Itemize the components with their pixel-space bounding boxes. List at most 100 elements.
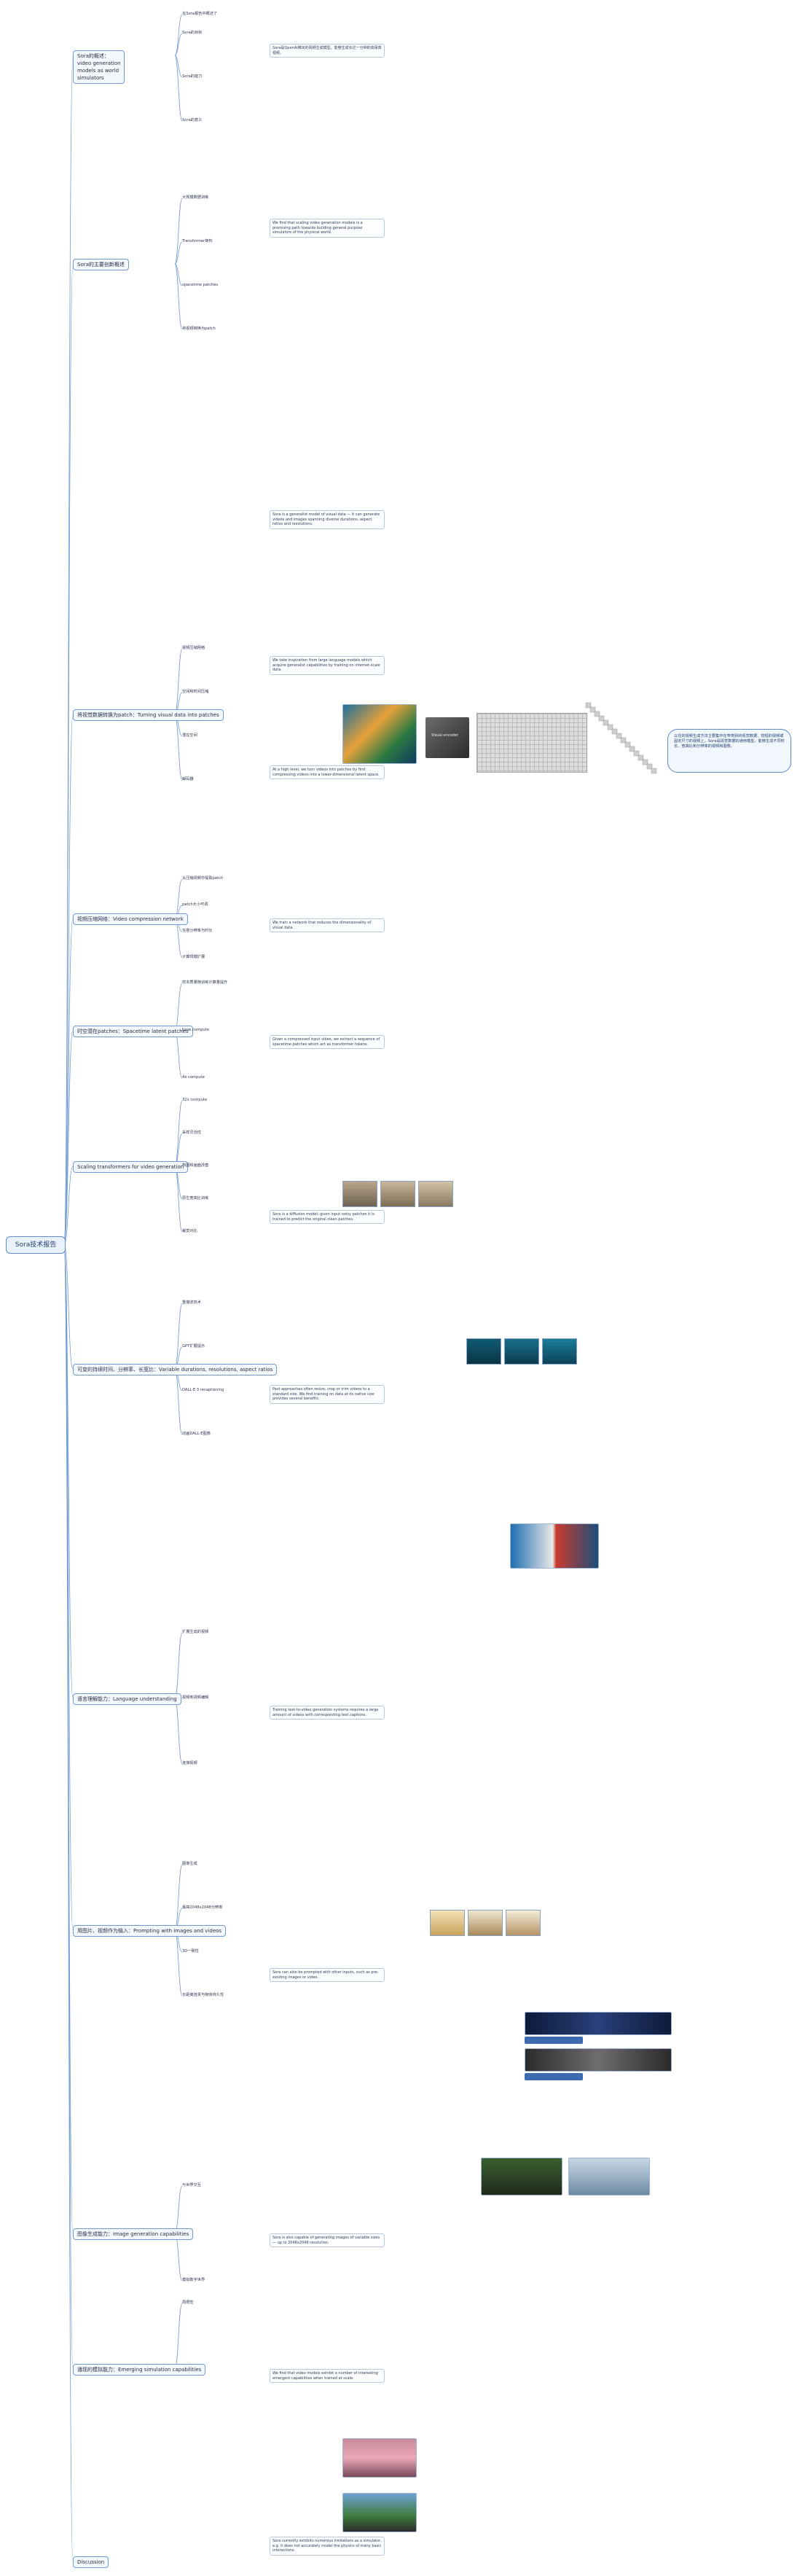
branch-label[interactable]: 模拟数字世界 <box>182 2278 205 2283</box>
section-s7[interactable]: 可变的持续时间、分辨率、长宽比：Variable durations, reso… <box>73 1364 278 1375</box>
connector <box>174 55 183 122</box>
patch-cell <box>611 728 618 735</box>
connector <box>174 198 183 265</box>
patch-cell <box>594 711 600 717</box>
branch-label[interactable]: GPT扩展提示 <box>182 1344 205 1349</box>
dalle-tile-1 <box>430 1910 465 1936</box>
branch-label[interactable]: patch大小可调 <box>182 902 208 908</box>
patch-cell <box>603 719 609 726</box>
branch-label[interactable]: 32x compute <box>182 1098 208 1102</box>
section-s3[interactable]: 将视觉数据转换为patch：Turning visual data into p… <box>73 709 224 721</box>
note-box: Sora是OpenAI推出的视频生成模型，能够生成长达一分钟的高保真视频。 <box>270 44 385 58</box>
note-box: Sora is also capable of generating image… <box>270 2233 385 2248</box>
branch-label[interactable]: 潜在空间 <box>182 733 197 738</box>
patch-cell <box>624 741 631 748</box>
branch-label[interactable]: 扩展生成的视频 <box>182 1630 209 1634</box>
branch-label[interactable]: 长距离连贯与物体持久性 <box>182 1993 224 1997</box>
connector <box>174 33 183 56</box>
minecraft-image <box>342 2493 417 2532</box>
connector <box>63 714 74 1245</box>
section-s11[interactable]: 涌现的模拟能力：Emerging simulation capabilities <box>73 2364 206 2376</box>
underwater-tile-3 <box>542 1338 577 1365</box>
note-box: We train a network that reduces the dime… <box>270 918 385 933</box>
section-s8[interactable]: 语言理解能力：Language understanding <box>73 1693 181 1705</box>
branch-label[interactable]: 大规模数据训练 <box>182 195 209 200</box>
branch-label[interactable]: 计算规模扩展 <box>182 954 205 959</box>
section-s10[interactable]: 图像生成能力：Image generation capabilities <box>73 2228 194 2240</box>
branch-label[interactable]: 样本质量随训练计算量提升 <box>182 980 228 985</box>
dalle-tile-2 <box>468 1910 503 1936</box>
section-s9[interactable]: 用图片、视频作为输入：Prompting with images and vid… <box>73 1925 227 1937</box>
connector <box>174 983 183 1031</box>
branch-label[interactable]: spacetime patches <box>182 283 219 287</box>
patch-cell <box>616 733 622 739</box>
section-s12[interactable]: Discussion <box>73 2556 109 2568</box>
crop-compare-image <box>510 1523 599 1569</box>
branch-label[interactable]: DALL·E 3 recaptioning <box>182 1388 224 1392</box>
connector <box>63 1244 74 1699</box>
branch-label[interactable]: 局限性 <box>182 2300 194 2305</box>
branch-label[interactable]: 图像生成 <box>182 1862 197 1866</box>
branch-label[interactable]: 最高2048x2048分辨率 <box>182 1905 223 1910</box>
branch-label[interactable]: base compute <box>182 1028 209 1032</box>
patch-cell <box>646 763 653 770</box>
section-s1[interactable]: Sora的概述： video generation models as worl… <box>73 50 125 84</box>
connector <box>174 241 183 265</box>
branch-label[interactable]: 将视频转换为patch <box>182 327 216 331</box>
underwater-tile-2 <box>504 1338 539 1365</box>
interaction-image <box>342 2438 417 2478</box>
branch-label[interactable]: 原生宽高比训练 <box>182 1196 209 1201</box>
note-box: At a high level, we turn videos into pat… <box>270 765 385 780</box>
branch-label[interactable]: 视频到视频编辑 <box>182 1695 209 1700</box>
underwater-tile-1 <box>466 1338 501 1365</box>
branch-label[interactable]: 裁剪对比 <box>182 1229 197 1233</box>
extend-strip-1 <box>525 2012 672 2035</box>
branch-label[interactable]: 4x compute <box>182 1075 205 1080</box>
patch-grid <box>477 713 587 773</box>
note-box: Sora is a generalist model of visual dat… <box>270 510 385 529</box>
branch-label[interactable]: 解码器 <box>182 777 194 781</box>
extend-strip-2 <box>525 2048 672 2072</box>
root-node[interactable]: Sora技术报告 <box>6 1236 66 1254</box>
branch-label[interactable]: 与世界交互 <box>182 2182 201 2187</box>
scaling-tile-4x <box>380 1181 415 1207</box>
patch-sequence-diagonal <box>585 702 657 774</box>
branch-label[interactable]: Transformer架构 <box>182 239 213 243</box>
section-s4[interactable]: 视频压缩网络：Video compression network <box>73 913 188 925</box>
branch-label[interactable]: Sora的意义 <box>182 118 203 122</box>
connector <box>174 1698 183 1765</box>
branch-label[interactable]: 空间和时间压缩 <box>182 690 209 694</box>
branch-label[interactable]: 从压缩视频中提取patch <box>182 876 224 881</box>
branch-label[interactable]: 构图和画面改善 <box>182 1163 209 1168</box>
section-s5[interactable]: 时空潜在patches：Spacetime latent patches <box>73 1026 193 1037</box>
branch-label[interactable]: 在Sora报告中概述了 <box>182 12 218 16</box>
branch-label[interactable]: 任意分辨率与时长 <box>182 928 213 933</box>
branch-label[interactable]: 3D一致性 <box>182 1949 199 1954</box>
note-box: We take inspiration from large language … <box>270 656 385 675</box>
branch-label[interactable]: 视频压缩网络 <box>182 646 205 650</box>
branch-label[interactable]: 连接视频 <box>182 1761 197 1765</box>
section-s6[interactable]: Scaling transformers for video generatio… <box>73 1161 189 1173</box>
connector <box>174 1100 183 1167</box>
patch-cell <box>607 724 613 730</box>
note-box: We find that scaling video generation mo… <box>270 219 385 238</box>
patch-cell <box>598 715 605 722</box>
connector <box>174 1030 183 1079</box>
extend-progress-2[interactable] <box>525 2073 583 2080</box>
patch-cell <box>638 754 644 761</box>
extend-progress-1[interactable] <box>525 2037 583 2044</box>
branch-label[interactable]: 重描述技术 <box>182 1300 201 1305</box>
note-box: Training text-to-video generation system… <box>270 1706 385 1720</box>
branch-label[interactable]: 采样灵活性 <box>182 1131 201 1135</box>
note-box: Given a compressed input video, we extra… <box>270 1035 385 1050</box>
connector <box>63 263 74 1245</box>
note-box: We find that video models exhibit a numb… <box>270 2369 385 2384</box>
patch-cell <box>642 759 648 765</box>
branch-label[interactable]: Sora的能力 <box>182 74 203 79</box>
section-s2[interactable]: Sora的主要创新概述 <box>73 259 129 270</box>
branch-label[interactable]: 动画DALL·E图像 <box>182 1432 211 1436</box>
v2v-before <box>481 2158 562 2196</box>
branch-label[interactable]: Sora的目标 <box>182 31 203 35</box>
scaling-tile-base <box>342 1181 377 1207</box>
connector <box>174 2185 183 2234</box>
